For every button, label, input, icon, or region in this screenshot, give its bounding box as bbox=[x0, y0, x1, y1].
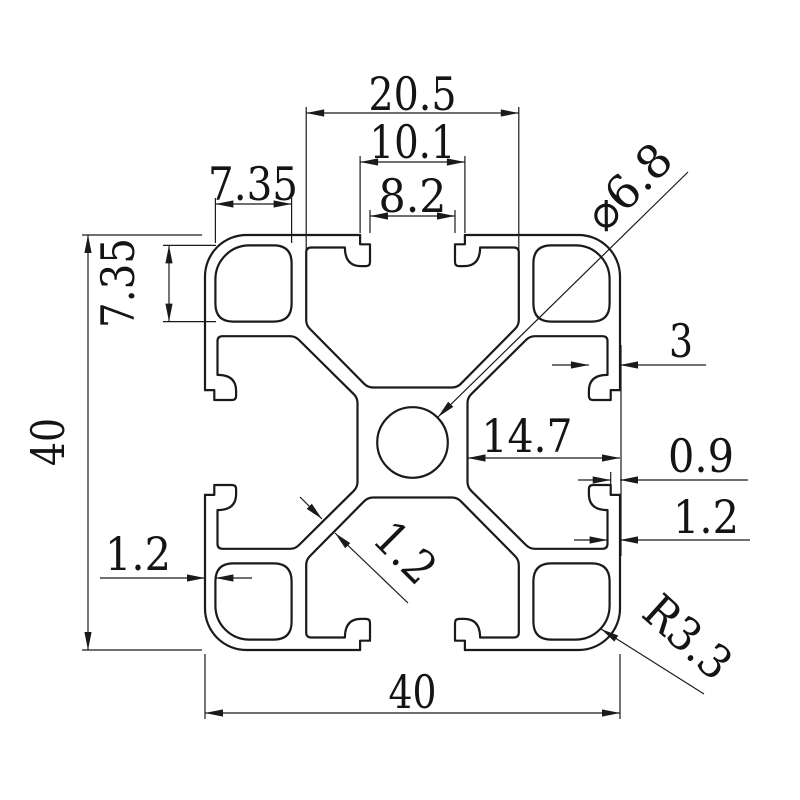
dim-label-slot-opening-width: 8.2 bbox=[379, 169, 447, 223]
dimension-center-hole-diameter: ⌀6.8 bbox=[435, 132, 689, 420]
arrowhead bbox=[187, 574, 205, 582]
dimension-slot-outer-width: 20.5 bbox=[305, 67, 520, 252]
corner-pocket-bottom-right bbox=[532, 562, 611, 641]
dim-lines bbox=[82, 234, 202, 651]
dimension-slot-opening-width: 8.2 bbox=[369, 169, 456, 233]
dimension-lip-wall-thickness: 1.2 bbox=[574, 490, 750, 544]
dim-lines bbox=[204, 654, 621, 719]
arrowhead bbox=[306, 503, 325, 522]
outer-corner-top-left bbox=[203, 233, 362, 392]
dim-label-side-wall-thickness: 1.2 bbox=[105, 527, 171, 581]
leader-line bbox=[600, 628, 705, 695]
dimension-pocket-width: 7.35 bbox=[208, 157, 298, 243]
outer-corner-bottom-right bbox=[463, 493, 622, 652]
arrowhead bbox=[332, 530, 351, 549]
dimension-slot-floor-to-face: 14.7 bbox=[467, 345, 622, 556]
dimension-slot-lip-depth: 3 bbox=[552, 314, 706, 369]
arrowhead bbox=[620, 361, 638, 369]
arrowhead bbox=[165, 303, 173, 322]
dim-label-lip-wall-thickness: 1.2 bbox=[673, 490, 739, 544]
corner-pocket-top-right bbox=[532, 244, 611, 323]
dim-label-overall-width: 40 bbox=[389, 665, 437, 719]
dimension-pocket-height: 7.35 bbox=[91, 238, 216, 328]
dim-label-slot-mid-width: 10.1 bbox=[370, 115, 456, 169]
dimension-slot-mid-width: 10.1 bbox=[359, 115, 466, 233]
t-slot-top bbox=[305, 233, 520, 389]
outer-corner-top-right bbox=[463, 233, 622, 392]
dim-label-overall-height: 40 bbox=[21, 418, 75, 466]
leader-line bbox=[437, 171, 689, 418]
dim-lines bbox=[305, 107, 520, 252]
arrowhead bbox=[589, 536, 608, 544]
dim-label-corner-radius: R3.3 bbox=[632, 584, 742, 691]
dimension-overall-height: 40 bbox=[21, 234, 202, 651]
dim-label-pocket-width: 7.35 bbox=[208, 157, 298, 211]
outer-corner-bottom-left bbox=[203, 493, 362, 652]
arrowhead bbox=[84, 632, 92, 650]
dimension-web-thickness: 1.2 bbox=[299, 496, 448, 604]
arrowhead bbox=[620, 476, 638, 484]
corner-pocket-bottom-left bbox=[214, 562, 293, 641]
arrowhead bbox=[306, 109, 325, 117]
dim-label-center-hole-diameter: ⌀6.8 bbox=[574, 132, 683, 241]
arrowhead bbox=[205, 709, 223, 717]
arrowhead bbox=[602, 454, 620, 462]
dim-label-entry-notch-depth: 0.9 bbox=[668, 429, 734, 483]
dimension-overall-width: 40 bbox=[204, 654, 621, 719]
dimension-entry-notch-depth: 0.9 bbox=[578, 429, 748, 488]
arrowhead bbox=[165, 245, 173, 264]
profile-geometry bbox=[203, 233, 622, 652]
dimension-side-wall-thickness: 1.2 bbox=[100, 527, 252, 582]
arrowhead bbox=[570, 361, 589, 369]
dim-lines bbox=[467, 345, 622, 556]
corner-pocket-top-left bbox=[214, 244, 293, 323]
dim-label-slot-outer-width: 20.5 bbox=[369, 67, 457, 121]
dim-label-slot-floor-to-face: 14.7 bbox=[482, 409, 573, 463]
arrowhead bbox=[620, 536, 638, 544]
t-slot-left bbox=[203, 335, 359, 550]
arrowhead bbox=[500, 109, 519, 117]
arrowhead bbox=[435, 401, 454, 420]
arrowhead bbox=[592, 476, 611, 484]
arrowhead bbox=[215, 574, 234, 582]
dim-label-pocket-height: 7.35 bbox=[91, 238, 145, 328]
dim-label-slot-lip-depth: 3 bbox=[669, 314, 693, 368]
dim-label-web-thickness: 1.2 bbox=[363, 510, 448, 595]
center-bore-hole bbox=[376, 406, 449, 479]
arrowhead bbox=[602, 709, 620, 717]
